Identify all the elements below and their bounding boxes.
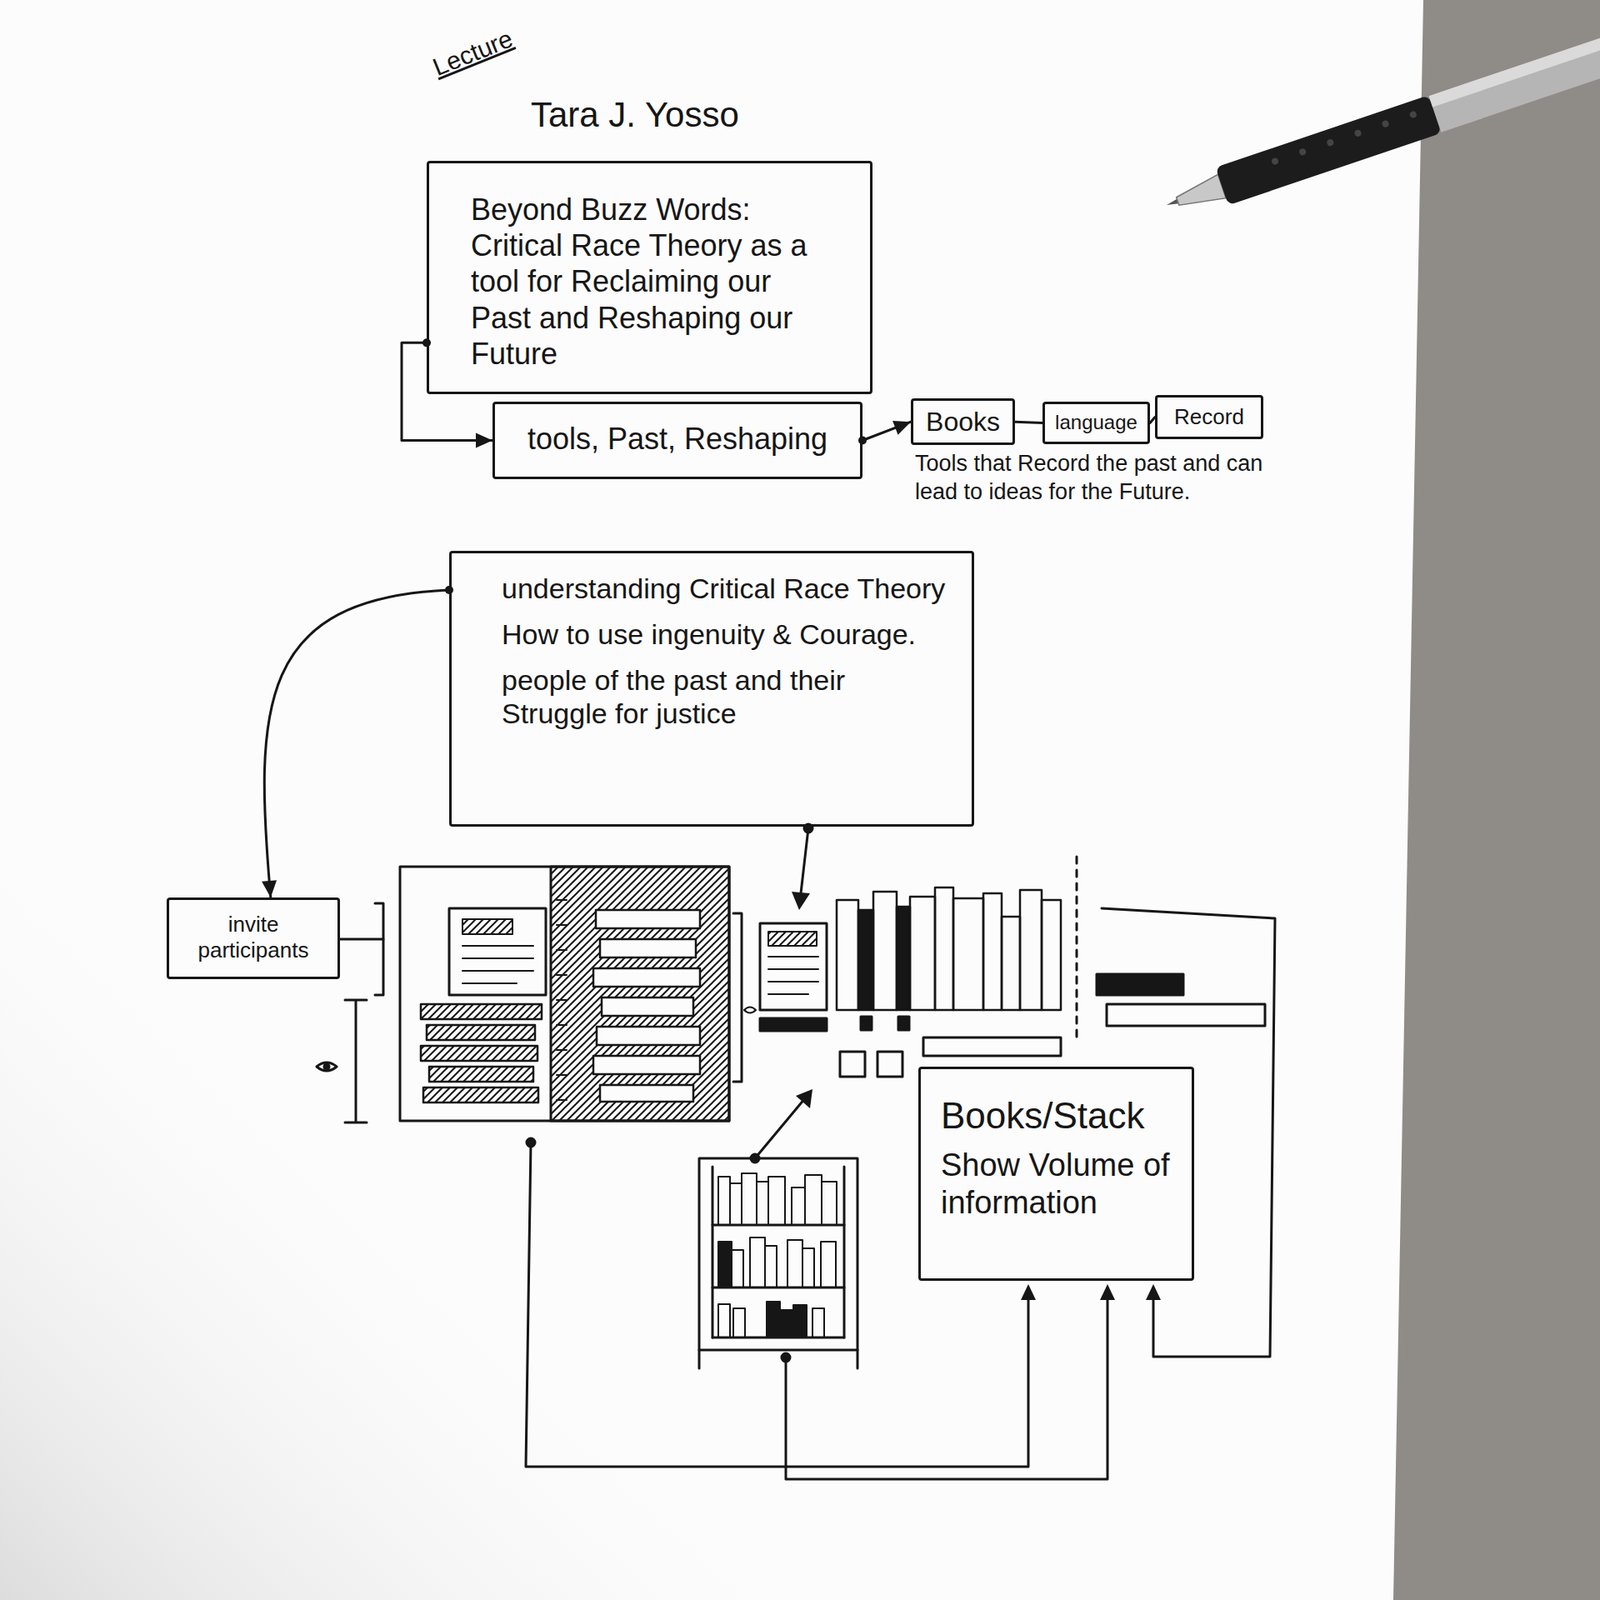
sketch-box: language [1042, 401, 1150, 445]
document-header [462, 919, 513, 935]
connector [261, 585, 454, 898]
arrowhead [261, 880, 277, 898]
box-text: Books/Stack [940, 1094, 1172, 1139]
arrow-line [785, 1296, 1108, 1480]
book-spines [836, 887, 1061, 1010]
box-text: How to use ingenuity & Courage. [501, 617, 947, 652]
box-text: Books [920, 405, 1006, 438]
sketch-box: Beyond Buzz Words: Critical Race Theory … [426, 160, 873, 395]
sketch-box: understanding Critical Race TheoryHow to… [449, 550, 975, 827]
square-marker [840, 1051, 865, 1077]
square-marker [898, 1016, 910, 1030]
hatched-page [550, 866, 730, 1121]
arrow-line [755, 1098, 805, 1159]
connector [1015, 421, 1043, 423]
dashed-divider [1075, 856, 1079, 1041]
leader-line [340, 938, 384, 941]
document-icon [449, 908, 546, 995]
note-label: Tools that Record the past and can lead … [915, 450, 1265, 507]
paper-shadow [0, 0, 1424, 1600]
sketch-box: invite participants [166, 897, 340, 980]
eye-symbol [316, 1062, 337, 1071]
square-marker [877, 1051, 903, 1077]
document-lines [768, 956, 819, 995]
box-text: language [1050, 410, 1143, 435]
connector-line [264, 590, 450, 898]
box-text: Beyond Buzz Words: Critical Race Theory … [470, 191, 837, 372]
stacked-books [593, 910, 700, 1102]
text-bar [923, 1037, 1061, 1056]
note-label: Lecture [428, 7, 556, 84]
square-marker [860, 1016, 872, 1030]
document-icon [760, 923, 827, 1010]
arrowhead [892, 420, 911, 435]
box-text: Record [1162, 404, 1256, 430]
box-text: Show Volume of information [940, 1146, 1172, 1223]
bracket [345, 1000, 367, 1123]
arrow-line [800, 828, 809, 894]
sketch-box: Books/StackShow Volume of information [918, 1066, 1195, 1281]
arrowhead [475, 433, 493, 449]
stacked-books [420, 1004, 542, 1103]
sketch-box: Record [1155, 395, 1264, 440]
sketch-box: tools, Past, Reshaping [492, 401, 863, 480]
document-lines [462, 945, 534, 984]
tick-marks [556, 900, 567, 1100]
paper-sheet [0, 0, 1424, 1600]
title: Tara J. Yosso [530, 93, 740, 138]
black-bar [760, 1018, 827, 1031]
sketch-box: Books [910, 398, 1015, 445]
box-text: invite participants [177, 911, 330, 964]
text-bar [1106, 1004, 1265, 1026]
page-spread [400, 866, 730, 1121]
bookshelf [699, 1158, 858, 1369]
black-bar [1096, 974, 1184, 995]
connector-line [1015, 421, 1043, 423]
start-dot [858, 436, 867, 445]
bracket [733, 913, 742, 1082]
connector [858, 420, 911, 445]
document-header [768, 931, 817, 946]
bracket [375, 903, 384, 995]
box-text: people of the past and their Struggle fo… [501, 663, 947, 732]
eye-symbol [744, 1007, 756, 1014]
box-text: tools, Past, Reshaping [510, 420, 845, 457]
pen [1160, 15, 1600, 225]
box-text: understanding Critical Race Theory [501, 571, 947, 606]
